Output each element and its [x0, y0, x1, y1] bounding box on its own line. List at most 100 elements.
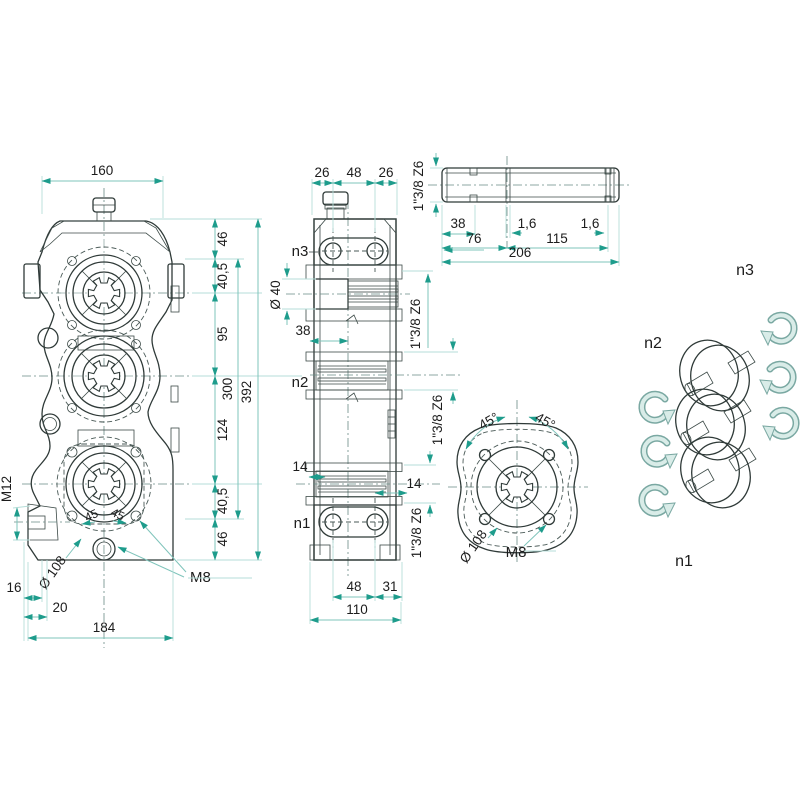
spline-end-notch: [469, 194, 478, 203]
n2-label: n2: [292, 374, 309, 391]
dim-31-label: 31: [382, 579, 397, 594]
shaft-body: [441, 167, 620, 203]
flange-bolt-circle: [470, 440, 564, 534]
top-cover-band: [39, 220, 171, 253]
groove-notch: [604, 195, 612, 203]
dim-1-6-a-label: 1,6: [518, 216, 537, 231]
shaft-top-view: 1"3/8 Z6 38 1,6 1,6 76 115 206: [411, 153, 632, 266]
hatch-band: [305, 308, 403, 322]
n1-pto-block: [309, 498, 401, 561]
shaft-spline-label: 1"3/8 Z6: [411, 161, 426, 212]
angle-45-left-arc: [465, 416, 506, 450]
housing-highlight: [56, 234, 112, 556]
flange-gasket-outline: [462, 428, 573, 548]
gear-n1: [680, 436, 757, 509]
flange-angle-left-label: 45°: [476, 410, 501, 433]
drain-plug-inner: [96, 541, 112, 557]
housing-highlight: [104, 238, 150, 556]
boss-n2: [57, 329, 151, 423]
side-tab: [170, 427, 180, 453]
rotation-arrow-icon: [642, 487, 675, 517]
rotation-direction-view: n3 n2 n1: [642, 262, 796, 570]
flange-angle-right-label: 45°: [533, 410, 558, 433]
dim-300-label: 300: [220, 378, 235, 401]
dim-40-5-bottom-label: 40,5: [215, 488, 230, 514]
dim-206-label: 206: [509, 245, 532, 260]
rotation-arrow-icon: [760, 364, 793, 394]
break-mark: [345, 314, 359, 325]
oil-level-plug: [37, 327, 59, 349]
dim-38-offset-label: 38: [295, 323, 310, 338]
spline-n2-label: 1"3/8 Z6: [430, 395, 445, 446]
oil-plug: [39, 413, 61, 435]
rotation-arrow-icon: [761, 315, 794, 345]
front-view: [14, 188, 302, 648]
n2-shaft-section: [310, 360, 460, 391]
dim-26b-label: 26: [378, 165, 393, 180]
m8-leader: [117, 546, 185, 578]
spline-n3-label: 1"3/8 Z6: [408, 299, 423, 350]
flange-end-view: 45° 45° Ø 108 M8: [448, 400, 588, 566]
dim-184-label: 184: [93, 620, 116, 635]
flange-bolt-hole: [478, 512, 492, 526]
dim-124-label: 124: [215, 418, 230, 441]
dim-26a-label: 26: [314, 165, 329, 180]
side-view-dimensions: 26 48 26 n3 n2 n1 Ø 40 38 14 14 1"3/8 Z6…: [268, 165, 458, 624]
dim-1-6-b-label: 1,6: [581, 216, 600, 231]
flange-outline: [456, 422, 579, 554]
front-breather-plug: [92, 197, 116, 222]
n3-shaft-section: [286, 278, 410, 310]
hatch-band: [305, 462, 403, 472]
rotation-arrow-icon: [763, 410, 796, 440]
gear-n3: [679, 339, 756, 412]
dim-110-label: 110: [346, 602, 368, 617]
rotation-n3-label: n3: [736, 262, 754, 279]
dim-46-top-label: 46: [215, 231, 230, 246]
oil-plug-bore: [43, 417, 57, 431]
dim-m8-label: M8: [190, 569, 211, 586]
drain-plug: [92, 537, 116, 561]
angle-arrow: [81, 519, 96, 526]
hatch-band: [305, 389, 403, 400]
n3-pto-block: [313, 218, 397, 272]
dim-48-top-label: 48: [346, 165, 361, 180]
boss-n3: [57, 246, 151, 340]
housing-outline: [27, 220, 174, 561]
dim-76-label: 76: [466, 231, 481, 246]
n1-shaft-section: [296, 470, 440, 498]
dim-46-bottom-label: 46: [215, 531, 230, 546]
flange-bolt-hole: [542, 512, 556, 526]
side-tab: [170, 385, 179, 403]
flange-m8-leader: [523, 524, 547, 547]
dim-14-left-label: 14: [292, 459, 308, 474]
right-mount-ear: [167, 263, 185, 299]
flange-pilot-circle: [476, 446, 558, 528]
bolt-circle-leader: [65, 538, 82, 559]
flange-bolt-circle-leader: [487, 527, 498, 539]
angle-45-right-arc: [528, 416, 569, 450]
side-tab: [170, 285, 180, 313]
angle-arrow: [112, 518, 127, 525]
bolt-circle-label: Ø 108: [36, 553, 69, 592]
gear-n2: [675, 388, 752, 461]
dim-115-label: 115: [546, 231, 568, 246]
dim-392-label: 392: [239, 381, 254, 404]
n1-label: n1: [294, 515, 311, 532]
dim-48-bottom-label: 48: [346, 579, 361, 594]
groove-notch: [604, 167, 612, 175]
rotation-n2-label: n2: [644, 335, 662, 352]
m12-port: [14, 503, 70, 541]
rotation-arrow-icon: [644, 438, 677, 468]
n3-label: n3: [292, 243, 309, 260]
dim-95-label: 95: [215, 326, 230, 341]
dim-16-label: 16: [6, 580, 21, 595]
flange-m8-label: M8: [506, 544, 527, 561]
spline-end-notch: [469, 167, 478, 176]
spline-n1-label: 1"3/8 Z6: [409, 508, 424, 559]
dim-o40-label: Ø 40: [268, 280, 283, 309]
dim-20-label: 20: [52, 600, 67, 615]
ext-line: [12, 505, 31, 509]
dim-m12-label: M12: [0, 476, 14, 502]
